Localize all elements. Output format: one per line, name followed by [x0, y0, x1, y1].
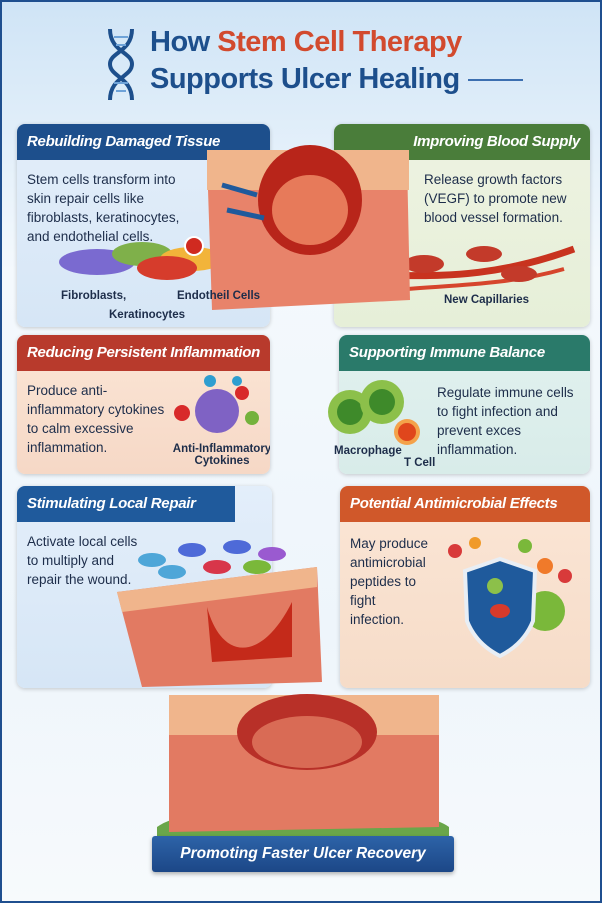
card-text: Produce anti-inflammatory cytokines to c… [27, 383, 165, 455]
immune-cells-illustration [328, 380, 420, 445]
title-part1: How [150, 26, 218, 58]
label-t-cell: T Cell [404, 457, 436, 469]
card-text: May produce antimicrobial peptides to fi… [350, 536, 429, 627]
dna-icon [107, 28, 135, 101]
card-title: Reducing Persistent Inflammation [17, 335, 270, 371]
label-new-capillaries: New Capillaries [444, 294, 530, 306]
shield-icon [448, 537, 572, 659]
label-macrophage: Macrophage [334, 445, 402, 457]
card-title: Supporting Immune Balance [339, 335, 590, 371]
card-text: Activate local cells to multiply and rep… [27, 534, 138, 587]
card-title: Stimulating Local Repair [17, 486, 235, 522]
title-highlight: Stem Cell Therapy [217, 26, 462, 58]
local-repair-tissue-illustration [117, 540, 322, 687]
label-endothelial-cells: Endotheil Cells [177, 290, 261, 302]
cytokines-illustration [174, 375, 259, 433]
ulcer-tissue-illustration [207, 145, 410, 310]
card-text: Stem cells transform into skin repair ce… [27, 172, 180, 244]
label-fibroblasts: Fibroblasts, [61, 290, 127, 302]
healing-ulcer-illustration [157, 694, 449, 837]
label-keratinocytes: Keratinocytes [109, 309, 186, 321]
card-text: Regulate immune cells to fight infection… [437, 385, 574, 457]
card-antimicrobial: Potential Antimicrobial Effects May prod… [340, 486, 590, 688]
footer-banner: Promoting Faster Ulcer Recovery [152, 836, 454, 872]
page-title: How Stem Cell Therapy Supports Ulcer Hea… [150, 24, 523, 98]
card-title: Potential Antimicrobial Effects [340, 486, 590, 522]
card-text: Release growth factors (VEGF) to promote… [424, 172, 567, 225]
title-line2: Supports Ulcer Healing [150, 63, 460, 95]
skin-cells-illustration [59, 236, 224, 280]
label-cytokines: Anti-Inflammatory Cytokines [172, 443, 270, 467]
card-inflammation: Reducing Persistent Inflammation Produce… [17, 335, 270, 474]
